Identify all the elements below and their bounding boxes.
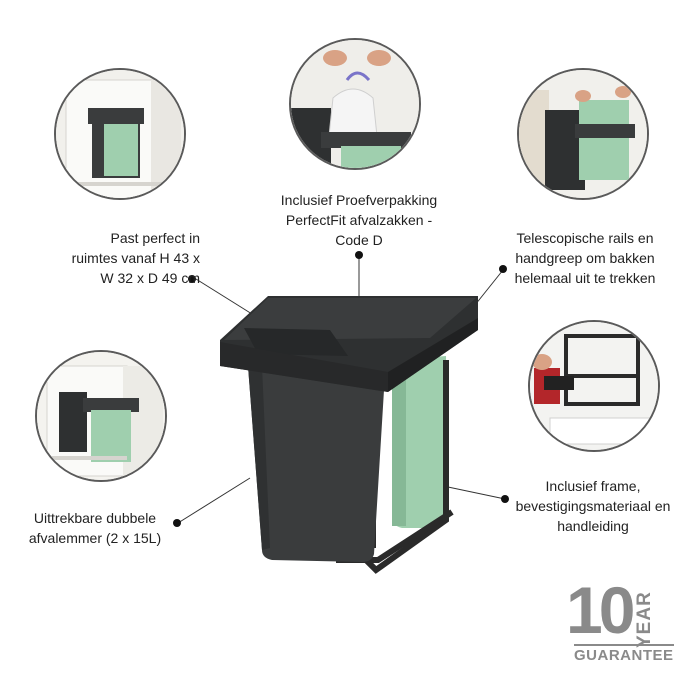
cabinet-open-photo	[35, 350, 167, 482]
callout-buckets-line-1: Uittrekbare dubbele	[33, 510, 157, 526]
callout-bags: Inclusief Proefverpakking PerfectFit afv…	[264, 190, 454, 250]
callout-rails: Telescopische rails en handgreep om bakk…	[500, 228, 670, 288]
callout-bags-line-3: Code D	[335, 232, 383, 248]
dot-rails	[499, 265, 507, 273]
drill-mount-photo	[528, 320, 660, 452]
dot-frame	[501, 495, 509, 503]
callout-size-line-2: ruimtes vanaf H 43 x	[71, 250, 200, 266]
callout-frame-line-3: handleiding	[557, 518, 629, 534]
callout-frame-line-1: Inclusief frame,	[545, 478, 641, 494]
dark-bucket	[248, 366, 384, 562]
badge-guarantee: GUARANTEE	[574, 644, 674, 664]
callout-buckets: Uittrekbare dubbele afvalemmer (2 x 15L)	[20, 508, 170, 548]
pull-out-photo	[517, 68, 649, 200]
dot-buckets	[173, 519, 181, 527]
connector-frame	[447, 486, 506, 500]
callout-bags-line-2: PerfectFit afvalzakken -	[285, 212, 433, 228]
callout-size: Past perfect in ruimtes vanaf H 43 x W 3…	[48, 228, 200, 288]
callout-frame: Inclusief frame, bevestigingsmateriaal e…	[508, 476, 678, 536]
lid-handle	[244, 328, 348, 356]
dot-size	[188, 275, 196, 283]
badge-number: 10	[566, 573, 635, 647]
badge-year: YEAR	[634, 591, 655, 648]
connector-size	[195, 278, 253, 315]
callout-size-line-1: Past perfect in	[110, 230, 201, 246]
callout-bags-line-1: Inclusief Proefverpakking	[280, 192, 438, 208]
lid-front	[220, 342, 388, 392]
callout-rails-line-3: helemaal uit te trekken	[514, 270, 656, 286]
cabinet-install-photo	[54, 68, 186, 200]
bag-tie-photo	[289, 38, 421, 170]
guarantee-badge: 10 YEAR GUARANTEE	[566, 573, 674, 668]
connector-buckets	[177, 477, 251, 524]
callout-rails-line-1: Telescopische rails en	[516, 230, 654, 246]
callout-size-line-3: W 32 x D 49 cm	[100, 270, 200, 286]
callout-frame-line-2: bevestigingsmateriaal en	[515, 498, 671, 514]
dot-bags	[355, 251, 363, 259]
callout-rails-line-2: handgreep om bakken	[515, 250, 655, 266]
dark-bucket-side	[248, 366, 270, 550]
callout-buckets-line-2: afvalemmer (2 x 15L)	[28, 530, 162, 546]
mint-bucket-shadow	[392, 360, 406, 526]
lid-right	[388, 318, 478, 392]
